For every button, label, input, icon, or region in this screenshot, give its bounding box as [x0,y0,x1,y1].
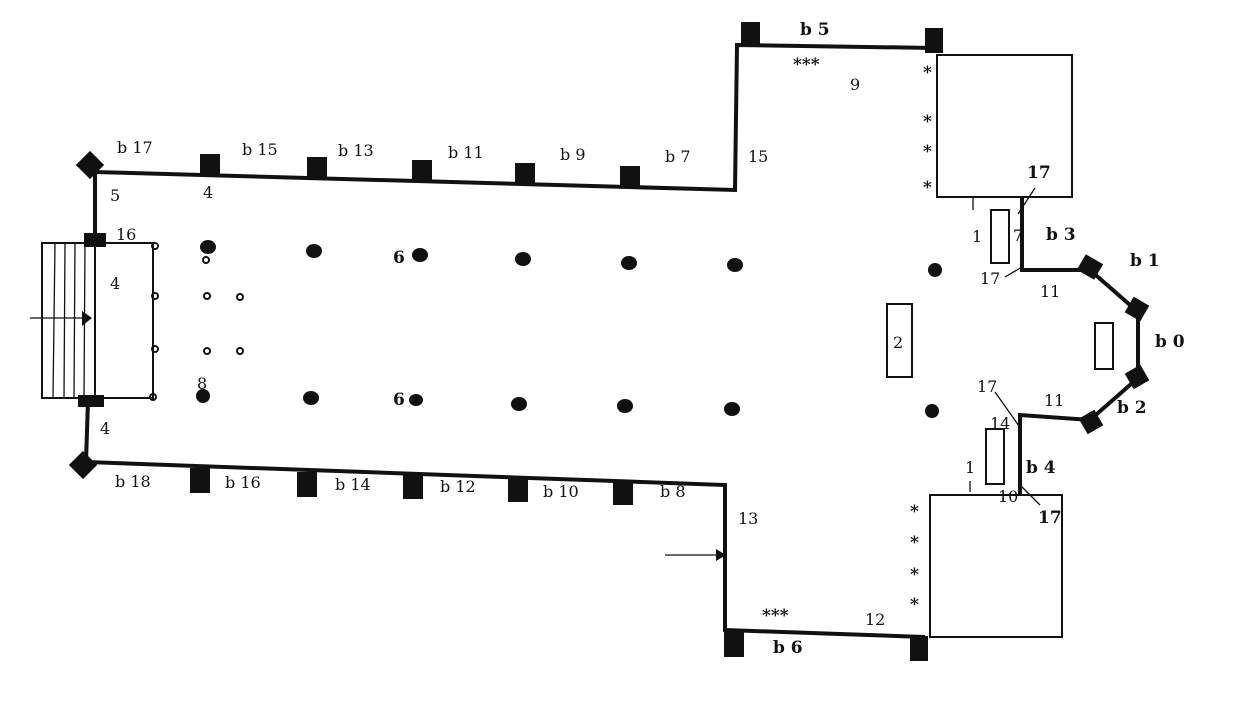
star: * [910,502,919,522]
label-b2: b 2 [1117,398,1147,418]
north-altar [990,209,1010,264]
label-17-b: 17 [980,269,1000,288]
label-b1: b 1 [1130,251,1160,271]
label-6-north: 6 [393,248,405,268]
star: * [910,565,919,585]
label-4-south: 4 [100,419,110,438]
star-markers: *** *** * * * * * * * * [762,55,932,626]
label-b6: b 6 [773,638,803,658]
leader-line [994,391,1020,427]
label-b18: b 18 [115,472,151,491]
label-b0: b 0 [1155,332,1185,352]
label-16: 16 [116,225,136,244]
south-transept-chapel [929,494,1063,638]
label-13: 13 [738,509,758,528]
star: * [923,178,932,198]
label-b13: b 13 [338,141,374,160]
small-columns [149,242,244,401]
label-12: 12 [865,610,885,629]
star: * [910,595,919,615]
buttress-labels: b 0 b 1 b 2 b 3 b 4 b 5 b 6 b 7 b 8 b 9 … [115,20,1185,658]
label-10: 10 [998,487,1018,506]
label-4-porch: 4 [110,274,120,293]
label-b15: b 15 [242,140,278,159]
star: * [923,142,932,162]
label-b3: b 3 [1046,225,1076,245]
label-9: 9 [850,75,860,94]
label-14: 14 [990,414,1010,433]
star-group-north: *** [793,55,820,75]
label-1-north: 1 [972,227,982,246]
label-b8: b 8 [660,482,686,501]
leader-line [1019,484,1041,506]
north-transept-chapel [936,54,1073,198]
label-1-south: 1 [965,458,975,477]
buttresses [68,22,1150,661]
label-11-south: 11 [1044,391,1064,410]
altar-2 [886,303,913,378]
label-4-north: 4 [203,183,213,202]
label-b16: b 16 [225,473,261,492]
star-group-south: *** [762,606,789,626]
leader-line [1004,266,1023,278]
label-b17: b 17 [117,138,153,157]
label-b11: b 11 [448,143,484,162]
porch [30,242,154,399]
label-17-d: 17 [1038,508,1062,528]
label-b14: b 14 [335,475,371,494]
leader-line [1017,187,1036,215]
label-8: 8 [197,374,207,393]
star: * [910,533,919,553]
label-17-c: 17 [977,377,997,396]
columns [196,240,942,418]
label-7: 7 [1013,226,1023,245]
label-b9: b 9 [560,145,586,164]
star: * [923,112,932,132]
south-altar [985,428,1005,485]
label-6-south: 6 [393,390,405,410]
walls [83,42,1140,639]
label-b12: b 12 [440,477,476,496]
star: * [923,63,932,83]
label-5: 5 [110,186,120,205]
label-b7: b 7 [665,147,691,166]
number-labels: 1 1 2 4 4 4 5 6 6 7 8 9 10 11 11 12 13 1… [100,75,1064,629]
label-b5: b 5 [800,20,830,40]
label-11-north: 11 [1040,282,1060,301]
label-17-a: 17 [1027,163,1051,183]
label-b10: b 10 [543,482,579,501]
apse-altar [1094,322,1114,370]
label-2: 2 [893,333,903,352]
label-b4: b 4 [1026,458,1056,478]
label-15: 15 [748,147,768,166]
